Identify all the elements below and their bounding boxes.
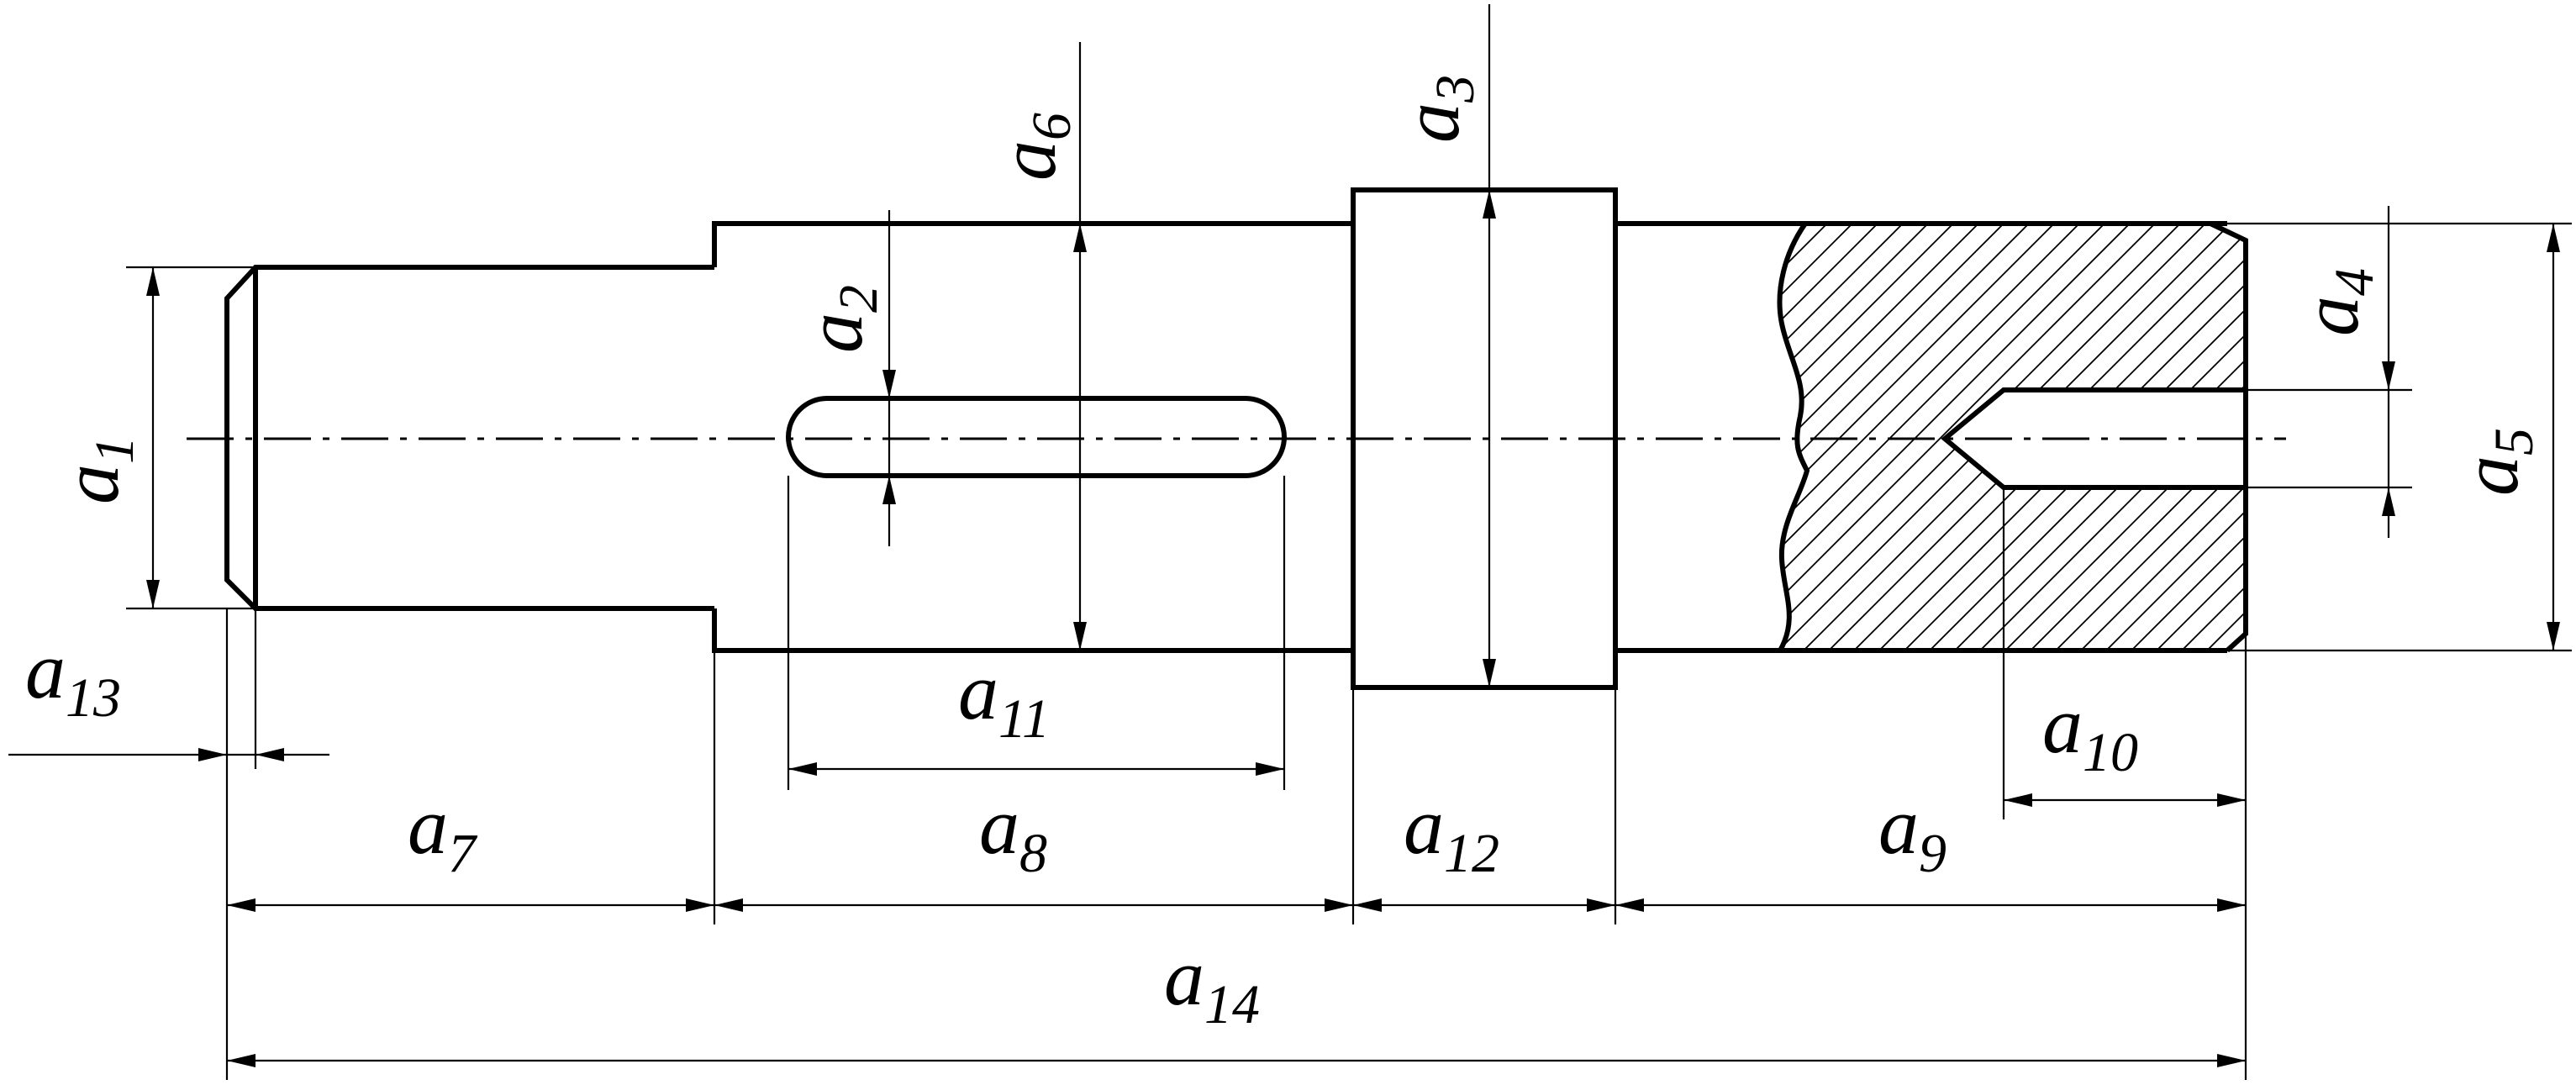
arrowhead [1353,898,1382,912]
arrowhead [2004,793,2032,807]
arrowhead [686,898,714,912]
hatch-line [1093,219,1530,656]
arrowhead [1483,659,1496,687]
arrowhead [1587,898,1615,912]
arrowhead [198,748,227,761]
label-a5: a5 [2445,428,2545,496]
hatch-line [1779,224,2211,650]
hatch-line [1143,219,1580,656]
arrowhead [882,370,896,398]
hatch-line [1779,224,1808,650]
hatch-line [1168,219,1605,656]
hatch-line [1798,224,2236,650]
hatch-line [1193,219,1630,656]
label-a11: a11 [958,646,1050,750]
hatch-line [2100,224,2246,650]
label-a9: a9 [1878,781,1946,884]
label-a1: a1 [45,436,145,504]
arrowhead [2217,793,2246,807]
label-a14: a14 [1164,932,1260,1035]
middle-step-bottom [712,608,1353,653]
arrowhead [1325,898,1353,912]
arrowhead [882,476,896,504]
arrowhead [2547,622,2560,650]
hatch-line [1779,224,2060,650]
hatch-line [1779,224,1959,650]
hatch-line [992,219,1429,656]
arrowhead [2217,898,2246,912]
arrowhead [1615,898,1644,912]
hatch-line [1294,219,1731,656]
keyway-slot [786,396,1287,478]
arrowhead [255,748,284,761]
hatch-line [1779,224,1883,650]
hatch-line [1779,224,2085,650]
hatch-line [1779,224,2110,650]
arrowhead [2547,224,2560,252]
center-hole-outline [1941,387,2246,490]
arrowhead [1256,762,1284,776]
arrowhead [714,898,743,912]
label-a8: a8 [979,781,1047,884]
label-a4: a4 [2285,268,2385,336]
arrowhead [1483,190,1496,219]
hatch-line [2151,224,2246,650]
right-end-chamfer [2209,221,2248,653]
arrowhead [1073,622,1087,650]
hatch-line [1899,224,2246,650]
label-a7: a7 [408,781,478,884]
hatch-line [1320,219,1757,656]
label-a10: a10 [2042,680,2138,783]
hatch-line [1779,224,1934,650]
dimension-arrows [146,190,2560,1067]
label-a12: a12 [1404,781,1499,884]
hatch-line [1779,224,2035,650]
hatch-line [2126,224,2246,650]
label-a3: a3 [1386,75,1486,143]
hatch-line [1779,224,1858,650]
dimension-labels: a1 a2 a6 a3 a4 a5 a13 a11 a10 a7 a8 [25,75,2545,1035]
hatch-line [2075,224,2246,650]
arrowhead [146,580,160,608]
hatch-line [1949,224,2246,650]
extension-lines [126,222,2572,1080]
hatch-line [1823,224,2246,650]
label-a13: a13 [25,625,121,729]
middle-step-outline [712,221,1353,267]
arrowhead [227,898,255,912]
arrowhead [788,762,817,776]
hatch-line [1269,219,1706,656]
hatch-line [1924,224,2246,650]
label-a2: a2 [789,285,889,353]
hatch-line [2378,219,2576,656]
hatch-line [1779,224,1783,650]
arrowhead [227,1054,255,1067]
arrowhead [2382,487,2395,516]
hatch-line [1779,224,2161,650]
hatch-line [1779,224,2186,650]
hatch-line [1042,219,1479,656]
dimension-lines [8,4,2555,1062]
hatch-line [1779,224,1984,650]
hatch-line [1017,219,1454,656]
hatch-line [1779,224,1909,650]
arrowhead [2217,1054,2246,1067]
arrowhead [2382,361,2395,390]
hatch-line [1779,224,2136,650]
arrowhead [146,267,160,296]
break-line [1777,222,1810,652]
arrowhead [1073,224,1087,252]
hatch-line [1848,224,2246,650]
label-a6: a6 [982,113,1083,181]
hatch-line [2050,224,2246,650]
